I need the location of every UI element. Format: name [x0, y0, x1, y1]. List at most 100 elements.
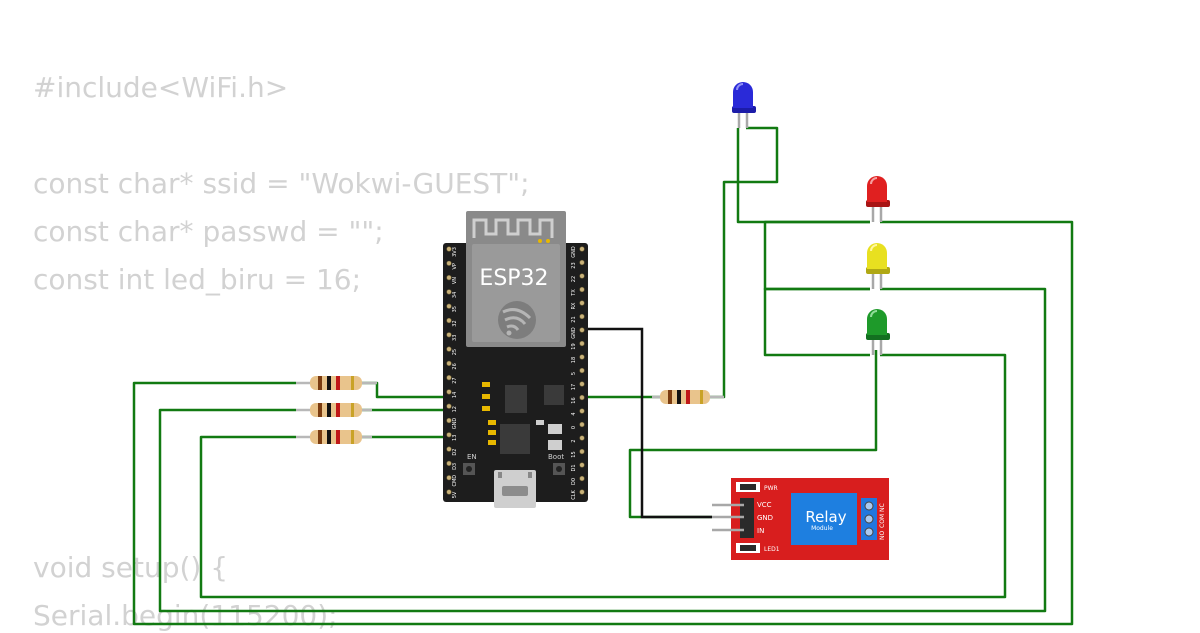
relay-terminal-nc: NC	[879, 503, 886, 512]
left-pin-label: 27	[452, 377, 458, 383]
left-pin-0[interactable]	[446, 246, 452, 252]
resistor-2[interactable]	[296, 403, 372, 417]
left-pin-label: 13	[452, 435, 458, 441]
right-pin-3[interactable]	[579, 286, 585, 293]
left-pin-label: 32	[452, 320, 458, 326]
right-pin-6[interactable]	[579, 327, 585, 333]
wire-gnd-red-yellow[interactable]	[763, 220, 870, 291]
wire-blue-led-cathode[interactable]	[736, 128, 870, 224]
left-pin-12[interactable]	[446, 417, 452, 424]
left-pin-label: 5V	[452, 491, 458, 498]
led-green[interactable]	[866, 309, 890, 355]
wire-gpio14[interactable]	[362, 381, 447, 399]
wire-relay-gnd[interactable]	[582, 327, 712, 519]
left-pin-11[interactable]	[446, 403, 452, 409]
left-pin-9[interactable]	[446, 375, 452, 381]
right-pin-4[interactable]	[579, 300, 585, 306]
left-pin-5[interactable]	[446, 317, 452, 324]
right-pin-1[interactable]	[579, 259, 585, 266]
right-pin-2[interactable]	[579, 273, 585, 279]
left-pin-17[interactable]	[446, 489, 452, 495]
right-pin-label: 19	[571, 343, 577, 349]
right-pin-7[interactable]	[579, 340, 585, 347]
right-pin-5[interactable]	[579, 313, 585, 320]
right-pin-17[interactable]	[579, 475, 585, 482]
right-pin-label: 15	[571, 451, 577, 457]
left-pin-15[interactable]	[446, 460, 452, 467]
right-pin-0[interactable]	[579, 246, 585, 252]
right-pin-label: 17	[571, 384, 577, 390]
left-pin-7[interactable]	[446, 346, 452, 352]
led-blue[interactable]	[732, 82, 756, 128]
right-pin-label: TX	[571, 289, 577, 297]
esp32-label: ESP32	[479, 266, 548, 291]
relay-terminal-com: COM	[879, 514, 886, 528]
wires	[132, 126, 1074, 626]
left-pin-6[interactable]	[446, 332, 452, 338]
wire-yellow-led-loop[interactable]	[158, 287, 1047, 613]
relay-pin-vcc: VCC	[757, 501, 772, 509]
resistor-4[interactable]	[652, 390, 724, 404]
right-pin-label: RX	[571, 302, 577, 309]
right-pin-label: 18	[571, 357, 577, 363]
left-pin-label: 14	[452, 392, 458, 398]
left-pin-1[interactable]	[446, 260, 452, 266]
right-pin-label: GND	[571, 327, 577, 339]
voltage-regulator	[505, 385, 527, 413]
left-pin-label: 12	[452, 406, 458, 412]
right-pin-label: 23	[571, 262, 577, 268]
relay-pwr-label: PWR	[764, 485, 778, 492]
right-pin-11[interactable]	[579, 394, 585, 401]
boot-label: Boot	[548, 453, 564, 461]
right-pin-12[interactable]	[579, 408, 585, 414]
relay-module[interactable]: VCC GND IN PWR LED1 Relay Module NO COM …	[712, 478, 889, 560]
left-pin-label: 35	[452, 306, 458, 312]
left-pin-16[interactable]	[446, 475, 452, 481]
resistor-3[interactable]	[296, 430, 372, 444]
left-pin-3[interactable]	[446, 289, 452, 295]
esp32-board[interactable]: ESP32	[443, 211, 588, 508]
right-pin-label: 5	[571, 372, 577, 375]
left-pin-10[interactable]	[446, 389, 452, 395]
led-yellow[interactable]	[866, 243, 890, 289]
en-label: EN	[467, 453, 477, 461]
left-pin-label: GND	[452, 418, 458, 430]
right-pin-8[interactable]	[579, 354, 585, 360]
espressif-logo-icon	[498, 301, 536, 339]
code-line-serial-begin: Serial.begin(115200);	[33, 599, 338, 632]
right-pin-18[interactable]	[579, 489, 585, 495]
left-pin-2[interactable]	[446, 275, 452, 281]
code-line-ssid: const char* ssid = "Wokwi-GUEST";	[33, 167, 530, 200]
right-pin-15[interactable]	[579, 448, 585, 455]
relay-led1-label: LED1	[764, 546, 780, 553]
led-red[interactable]	[866, 176, 890, 222]
resistor-1[interactable]	[296, 376, 377, 390]
wire-gnd-yellow-green[interactable]	[763, 287, 870, 357]
right-pin-label: D1	[571, 464, 577, 471]
right-pin-label: 22	[571, 276, 577, 282]
left-pin-8[interactable]	[446, 360, 452, 367]
relay-title: Relay	[805, 508, 846, 526]
left-pin-label: 33	[452, 335, 458, 341]
wire-blue-led-anode[interactable]	[710, 126, 779, 399]
wire-green-led-loop[interactable]	[199, 353, 1007, 599]
right-pin-label: D0	[571, 478, 577, 485]
left-pin-13[interactable]	[446, 432, 452, 438]
left-pin-14[interactable]	[446, 446, 452, 452]
right-pin-13[interactable]	[579, 421, 585, 428]
left-pin-label: CMD	[452, 475, 458, 487]
right-pin-16[interactable]	[579, 462, 585, 468]
wire-red-led-loop[interactable]	[132, 220, 1074, 626]
right-pin-10[interactable]	[579, 381, 585, 387]
left-pin-4[interactable]	[446, 303, 452, 309]
relay-terminal-no: NO	[879, 531, 886, 540]
left-pin-label: VN	[452, 277, 458, 284]
left-pin-label: VP	[452, 263, 458, 269]
relay-subtitle: Module	[811, 525, 833, 532]
right-pin-14[interactable]	[579, 435, 585, 441]
code-line-led-biru: const int led_biru = 16;	[33, 263, 362, 296]
right-pin-label: 21	[571, 316, 577, 322]
right-pin-9[interactable]	[579, 367, 585, 374]
